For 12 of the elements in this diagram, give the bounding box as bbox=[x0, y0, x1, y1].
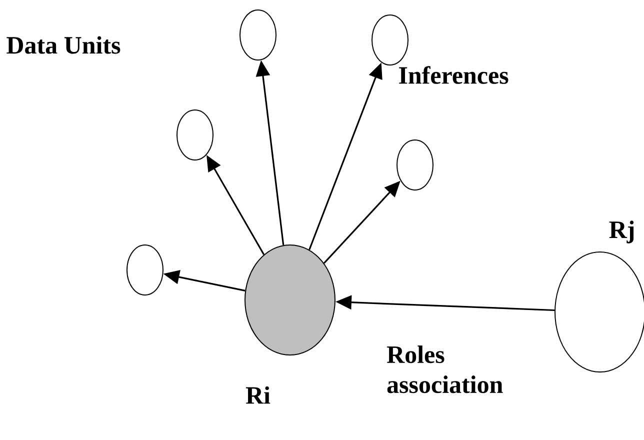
node-label: Ri bbox=[246, 386, 270, 404]
small-ellipse bbox=[176, 110, 214, 160]
text-label: Inferences bbox=[399, 66, 508, 84]
small-ellipse bbox=[396, 140, 434, 190]
small-ellipse bbox=[126, 244, 164, 296]
small-ellipse bbox=[240, 10, 276, 60]
node-label: Rj bbox=[609, 220, 634, 244]
text-label: Data Units bbox=[6, 36, 120, 54]
ellipse-node: Rj bbox=[554, 220, 644, 372]
edge-label: Roles association bbox=[386, 346, 503, 394]
ellipse-node: Ri bbox=[244, 244, 336, 404]
small-ellipse bbox=[372, 14, 408, 66]
